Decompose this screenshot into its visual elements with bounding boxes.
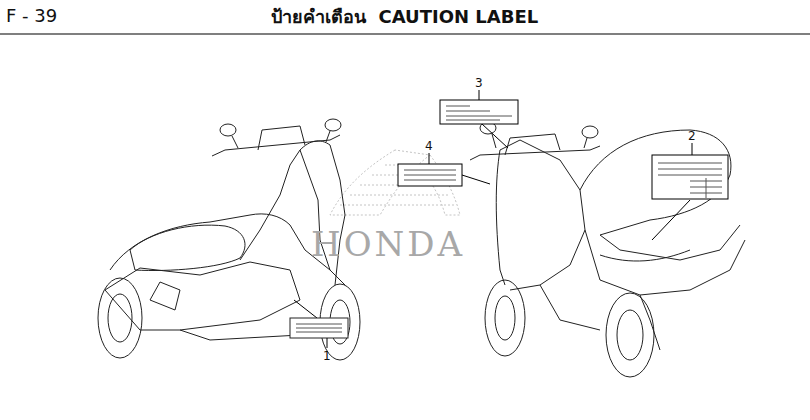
caution-label-icon (652, 143, 728, 240)
caution-label-icon (440, 90, 518, 148)
callout-number: 3 (475, 77, 483, 90)
watermark: HONDA (311, 226, 465, 263)
page-title: ป้ายคำเตือน CAUTION LABEL (271, 7, 538, 27)
callout-number: 4 (425, 140, 433, 153)
scooter-right (470, 122, 745, 377)
callout-number: 1 (323, 350, 331, 363)
page-number: F - 39 (6, 6, 57, 26)
caution-label-icon (290, 318, 348, 338)
caution-label-icon (398, 153, 490, 186)
leader-line (294, 300, 317, 318)
callout-number: 2 (688, 130, 696, 143)
header-rule (0, 33, 810, 34)
